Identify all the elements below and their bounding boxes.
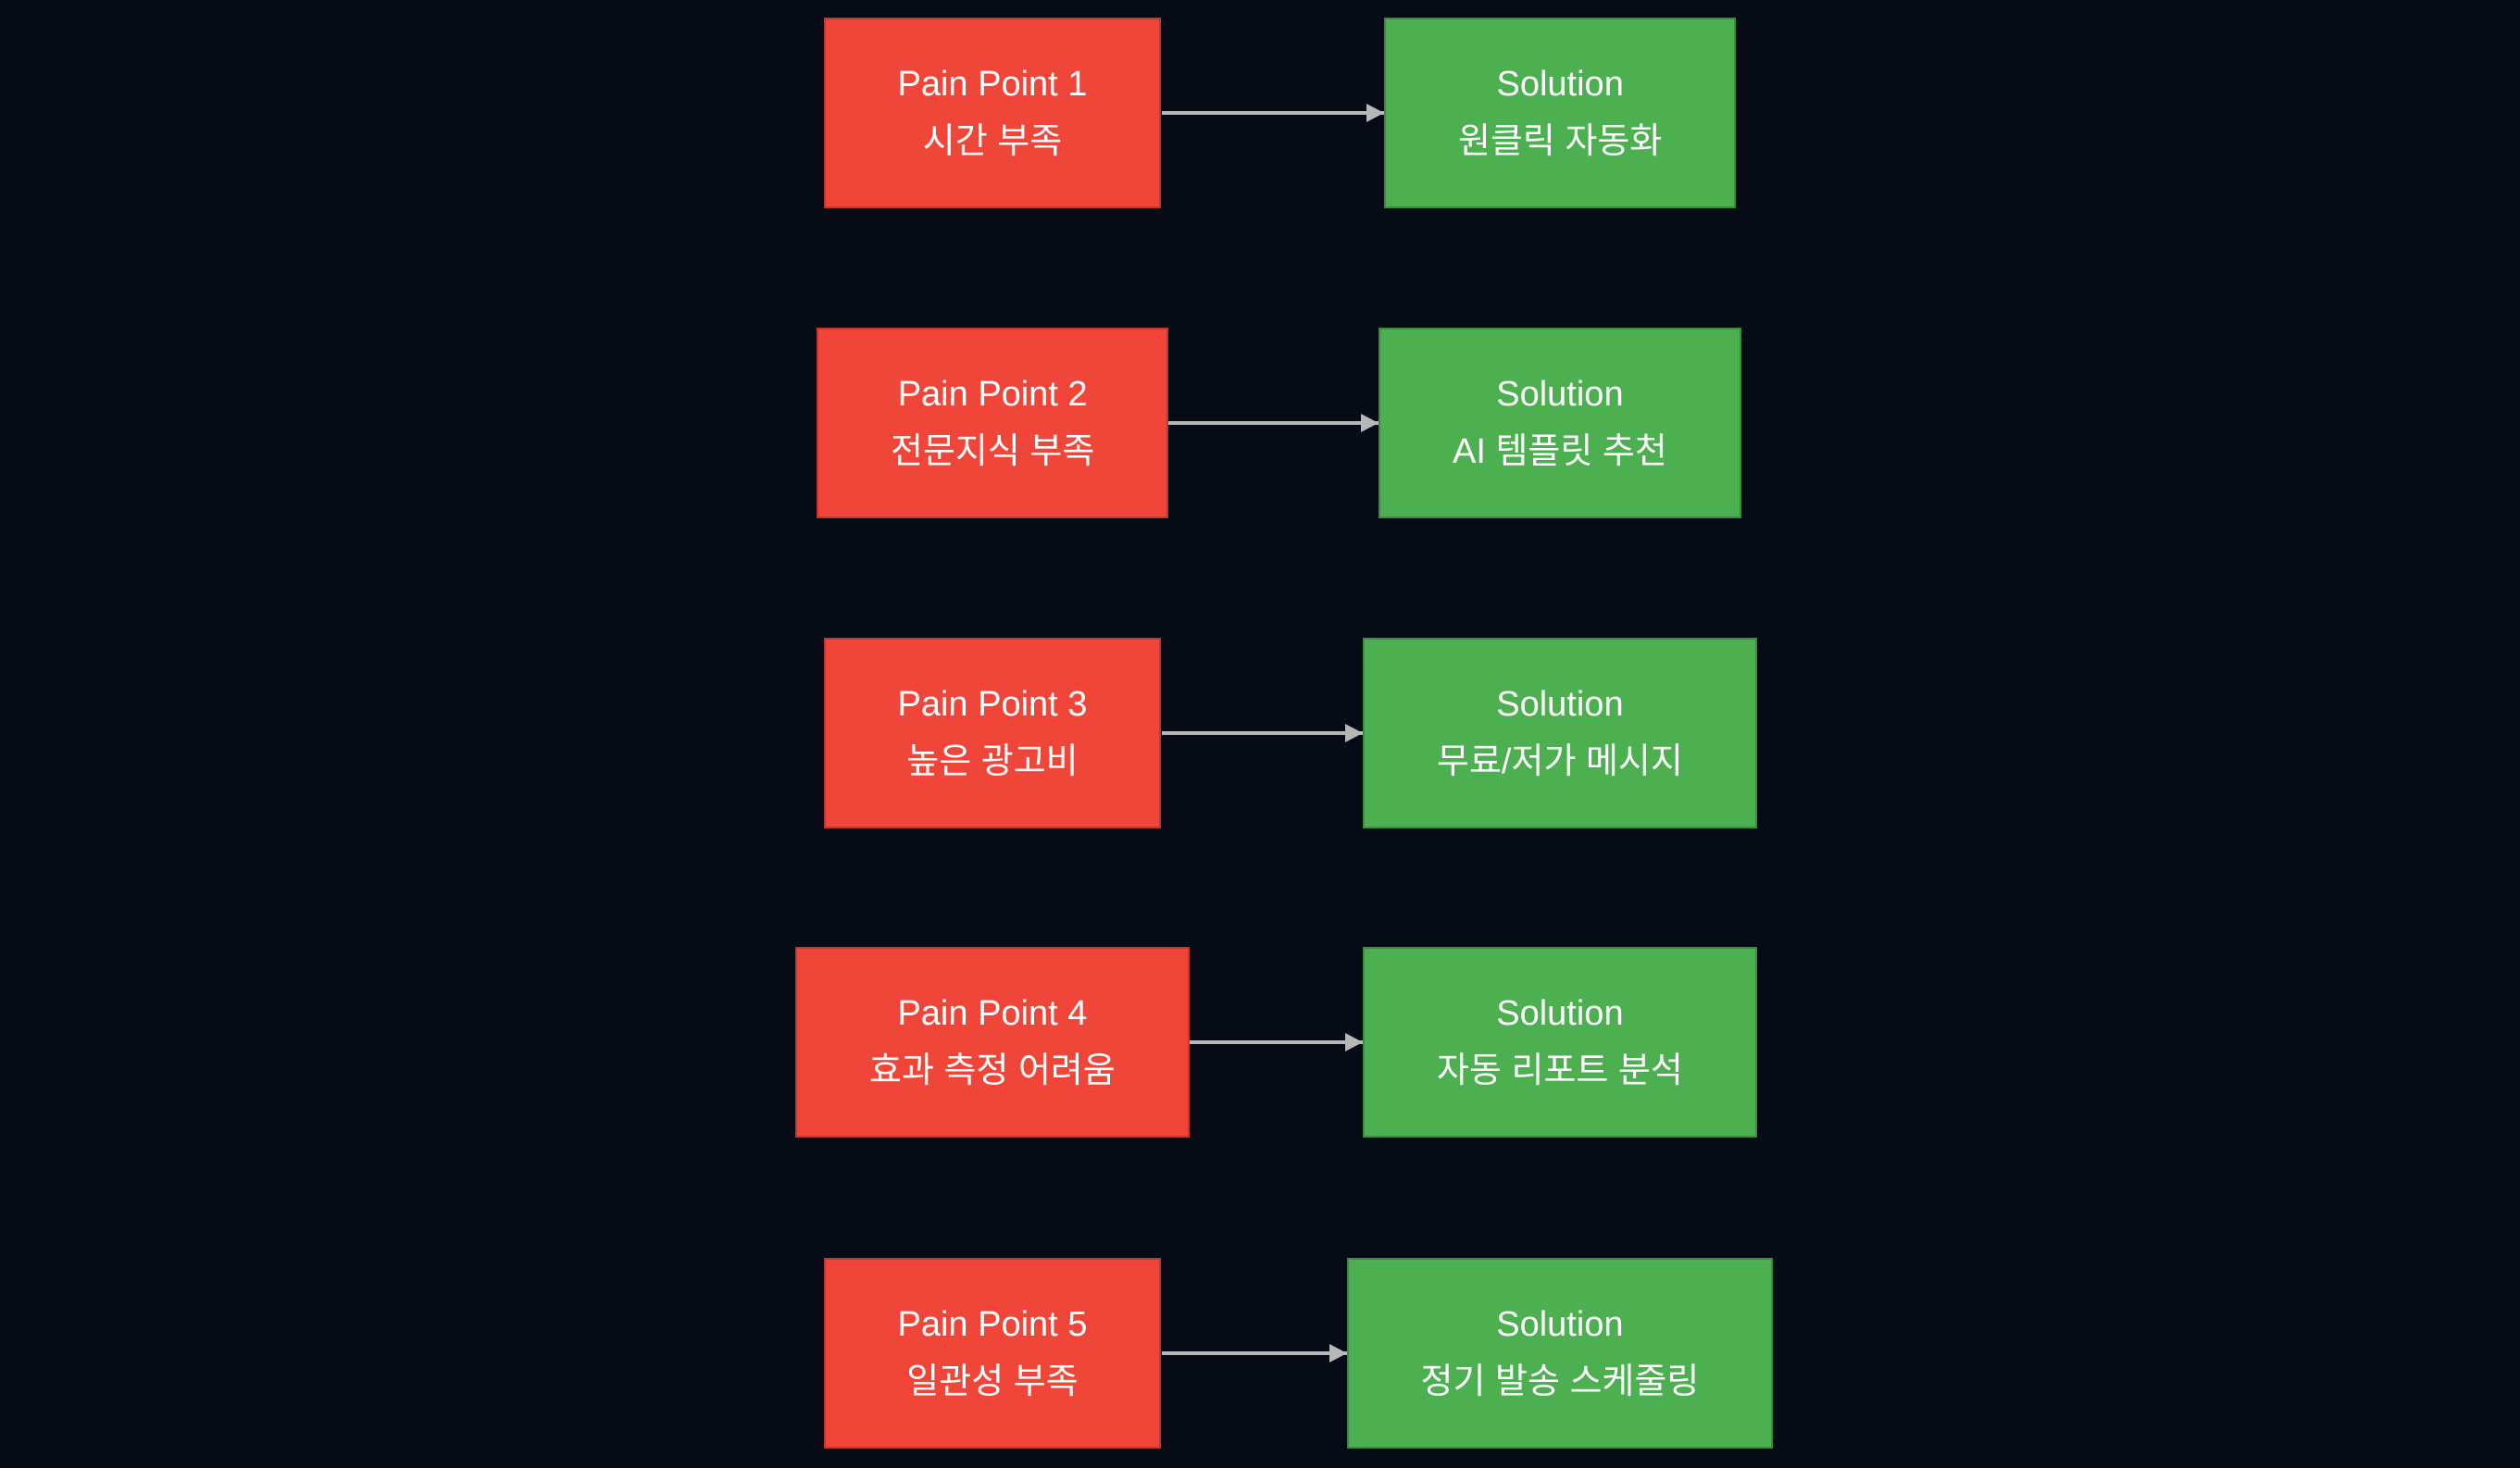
pain-point-title: Pain Point 5 [897, 1305, 1088, 1344]
diagram-row: Pain Point 5 일관성 부족 Solution 정기 발송 스케줄링 [0, 1258, 2520, 1449]
solution-title: Solution [1496, 65, 1624, 104]
pain-point-box: Pain Point 2 전문지식 부족 [817, 328, 1169, 518]
solution-title: Solution [1496, 1305, 1624, 1344]
pain-point-subtitle: 높은 광고비 [906, 742, 1079, 781]
diagram-row: Pain Point 2 전문지식 부족 Solution AI 템플릿 추천 [0, 328, 2520, 518]
flow-arrow-icon [1168, 414, 1379, 432]
flow-arrow-icon [1161, 1344, 1347, 1362]
pain-point-box: Pain Point 3 높은 광고비 [823, 638, 1162, 828]
diagram-row: Pain Point 1 시간 부족 Solution 원클릭 자동화 [0, 18, 2520, 208]
solution-title: Solution [1496, 994, 1624, 1033]
flow-arrow-icon [1161, 724, 1363, 742]
solution-box: Solution AI 템플릿 추천 [1379, 328, 1741, 518]
pain-point-subtitle: 일관성 부족 [906, 1362, 1079, 1401]
pain-point-title: Pain Point 1 [897, 65, 1088, 104]
solution-box: Solution 정기 발송 스케줄링 [1346, 1258, 1774, 1449]
solution-box: Solution 원클릭 자동화 [1384, 18, 1737, 208]
pain-point-subtitle: 시간 부족 [922, 122, 1063, 161]
pain-point-title: Pain Point 2 [897, 375, 1088, 414]
solution-subtitle: 무료/저가 메시지 [1437, 742, 1683, 781]
pain-point-subtitle: 효과 측정 어려움 [869, 1051, 1116, 1090]
solution-subtitle: AI 템플릿 추천 [1453, 432, 1667, 471]
flow-arrow-icon [1190, 1033, 1363, 1051]
solution-subtitle: 자동 리포트 분석 [1437, 1051, 1683, 1090]
pain-point-box: Pain Point 4 효과 측정 어려움 [795, 947, 1190, 1138]
flow-arrow-icon [1161, 104, 1384, 122]
diagram-row: Pain Point 3 높은 광고비 Solution 무료/저가 메시지 [0, 638, 2520, 828]
pain-point-subtitle: 전문지식 부족 [891, 432, 1095, 471]
solution-box: Solution 자동 리포트 분석 [1363, 947, 1757, 1138]
solution-subtitle: 정기 발송 스케줄링 [1420, 1362, 1700, 1401]
solution-title: Solution [1496, 375, 1624, 414]
diagram-row: Pain Point 4 효과 측정 어려움 Solution 자동 리포트 분… [0, 947, 2520, 1138]
solution-box: Solution 무료/저가 메시지 [1363, 638, 1757, 828]
pain-point-box: Pain Point 5 일관성 부족 [823, 1258, 1162, 1449]
pain-point-box: Pain Point 1 시간 부족 [823, 18, 1162, 208]
pain-point-title: Pain Point 3 [897, 685, 1088, 724]
solution-title: Solution [1496, 685, 1624, 724]
solution-subtitle: 원클릭 자동화 [1458, 122, 1663, 161]
pain-point-title: Pain Point 4 [897, 994, 1088, 1033]
